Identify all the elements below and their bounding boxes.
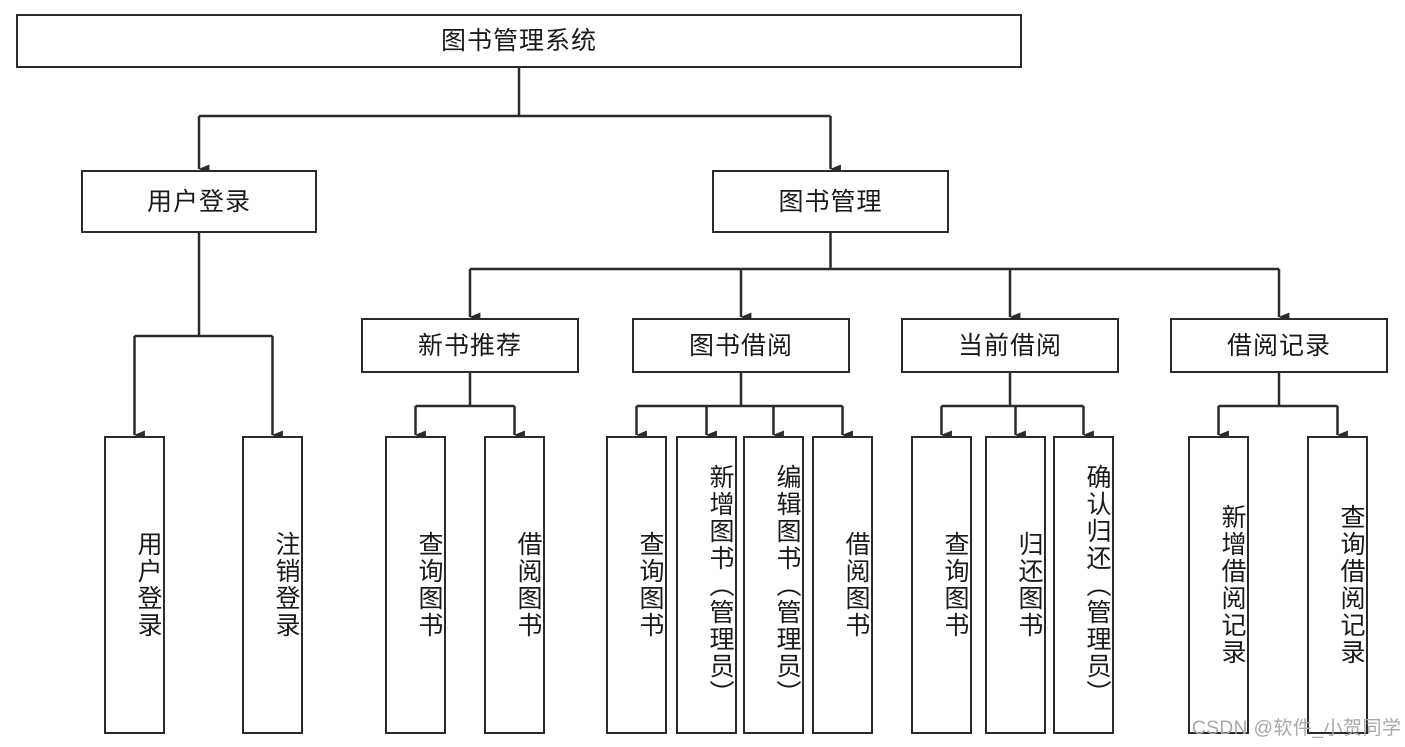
node-current-borrow: 当前借阅 bbox=[901, 318, 1119, 373]
node-label: 新增借阅记录 bbox=[1218, 504, 1246, 666]
node-book-borrow: 图书借阅 bbox=[632, 318, 850, 373]
node-label: 新书推荐 bbox=[417, 331, 522, 360]
node-label: 查询图书 bbox=[636, 531, 664, 639]
node-label: 当前借阅 bbox=[957, 331, 1062, 360]
node-user-login: 用户登录 bbox=[81, 170, 317, 233]
node-label: 查询图书 bbox=[415, 531, 443, 639]
node-leaf-query-book-cur: 查询图书 bbox=[911, 436, 972, 734]
node-leaf-query-book-rec: 查询图书 bbox=[385, 436, 446, 734]
node-leaf-confirm-return: 确认归还（管理员） bbox=[1053, 436, 1114, 734]
node-label: 查询借阅记录 bbox=[1337, 504, 1365, 666]
node-leaf-borrow-book-rec: 借阅图书 bbox=[484, 436, 545, 734]
node-label: 用户登录 bbox=[146, 187, 251, 216]
node-label: 归还图书 bbox=[1015, 531, 1043, 639]
node-label: 查询图书 bbox=[941, 531, 969, 639]
node-label: 图书借阅 bbox=[688, 331, 793, 360]
node-label: 借阅记录 bbox=[1226, 331, 1331, 360]
node-leaf-edit-book: 编辑图书（管理员） bbox=[743, 436, 804, 734]
node-leaf-return-book: 归还图书 bbox=[985, 436, 1046, 734]
node-new-book-rec: 新书推荐 bbox=[361, 318, 579, 373]
node-label: 图书管理 bbox=[778, 187, 883, 216]
node-leaf-logout: 注销登录 bbox=[242, 436, 303, 734]
node-leaf-add-record: 新增借阅记录 bbox=[1188, 436, 1249, 734]
node-label: 图书管理系统 bbox=[440, 27, 597, 55]
node-borrow-record: 借阅记录 bbox=[1170, 318, 1388, 373]
node-leaf-user-login: 用户登录 bbox=[104, 436, 165, 734]
node-label: 用户登录 bbox=[134, 531, 162, 639]
node-leaf-query-record: 查询借阅记录 bbox=[1307, 436, 1368, 734]
csdn-watermark: CSDN @软件_小贺同学 bbox=[1192, 718, 1402, 739]
node-leaf-add-book: 新增图书（管理员） bbox=[676, 436, 737, 734]
node-root: 图书管理系统 bbox=[16, 14, 1022, 68]
node-leaf-borrow-book: 借阅图书 bbox=[812, 436, 873, 734]
node-label: 借阅图书 bbox=[842, 531, 870, 639]
node-label: 借阅图书 bbox=[514, 531, 542, 639]
node-label: 编辑图书（管理员） bbox=[773, 463, 801, 707]
node-book-manage: 图书管理 bbox=[712, 170, 949, 233]
node-label: 新增图书（管理员） bbox=[706, 463, 734, 707]
node-label: 注销登录 bbox=[272, 531, 300, 639]
node-label: 确认归还（管理员） bbox=[1083, 463, 1111, 707]
node-leaf-query-book-borrow: 查询图书 bbox=[606, 436, 667, 734]
